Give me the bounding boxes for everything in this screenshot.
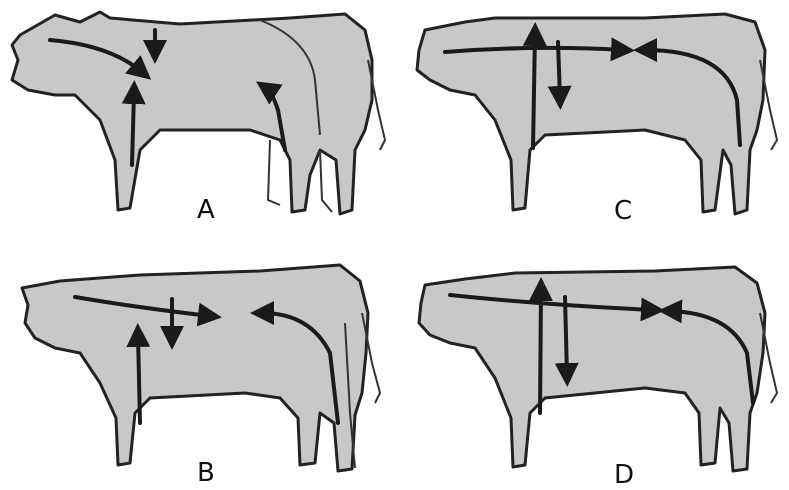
leg-outline [320,150,332,212]
panel-label-b: B [197,460,215,486]
cow-figure-b [0,243,395,486]
arrow [533,34,535,148]
cow-figure-c [395,0,789,243]
cow-panel-c: C [395,0,789,243]
panel-label-c: C [614,198,632,224]
cow-panel-d: D [395,243,789,486]
panel-label-d: D [614,462,634,488]
cow-body [417,14,765,214]
arrow [138,335,140,423]
cow-figure-d [395,243,789,486]
cow-panel-b: B [0,243,395,486]
cow-panel-a: A [0,0,395,243]
leg-outline [268,140,280,205]
arrow [132,92,134,165]
arrow [558,42,560,98]
panel-label-a: A [197,197,215,223]
arrow [540,289,541,413]
arrow [565,297,567,375]
